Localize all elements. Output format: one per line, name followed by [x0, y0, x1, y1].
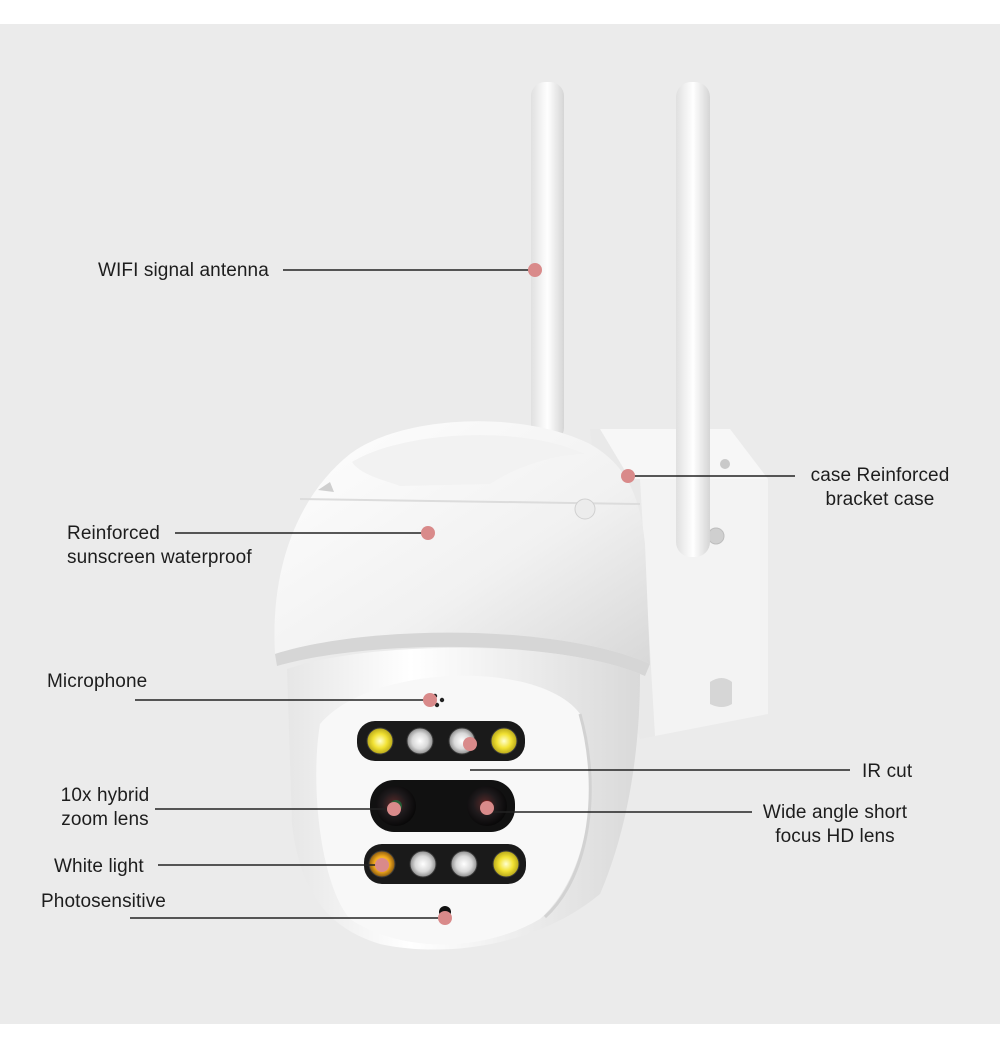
marker-sunscreen	[421, 526, 435, 540]
right-antenna	[676, 82, 710, 557]
marker-white-light	[375, 858, 389, 872]
label-wide-lens: Wide angle short focus HD lens	[762, 802, 908, 847]
marker-wide-lens	[480, 801, 494, 815]
label-photosensitive: Photosensitive	[41, 891, 166, 912]
label-white-light: White light	[54, 856, 144, 877]
label-zoom-lens: 10x hybrid zoom lens	[60, 785, 150, 830]
label-bracket: case Reinforced bracket case	[810, 465, 950, 510]
marker-bracket	[621, 469, 635, 483]
leader-lines	[130, 269, 850, 919]
top-led-strip	[357, 721, 525, 761]
left-antenna	[531, 82, 564, 442]
product-diagram: WIFI signal antenna case Reinforced brac…	[0, 24, 1000, 1024]
label-sunscreen: Reinforced sunscreen waterproof	[67, 523, 252, 568]
markers	[375, 263, 635, 925]
sunscreen-dome	[274, 421, 650, 676]
label-ir-cut: IR cut	[862, 761, 913, 782]
label-microphone: Microphone	[47, 671, 148, 692]
label-antenna: WIFI signal antenna	[98, 260, 269, 281]
marker-antenna	[528, 263, 542, 277]
marker-photosensitive	[438, 911, 452, 925]
bottom-led-strip	[364, 844, 526, 884]
camera-illustration	[130, 82, 850, 950]
marker-microphone	[423, 693, 437, 707]
marker-ir-cut	[463, 737, 477, 751]
marker-zoom-lens	[387, 802, 401, 816]
